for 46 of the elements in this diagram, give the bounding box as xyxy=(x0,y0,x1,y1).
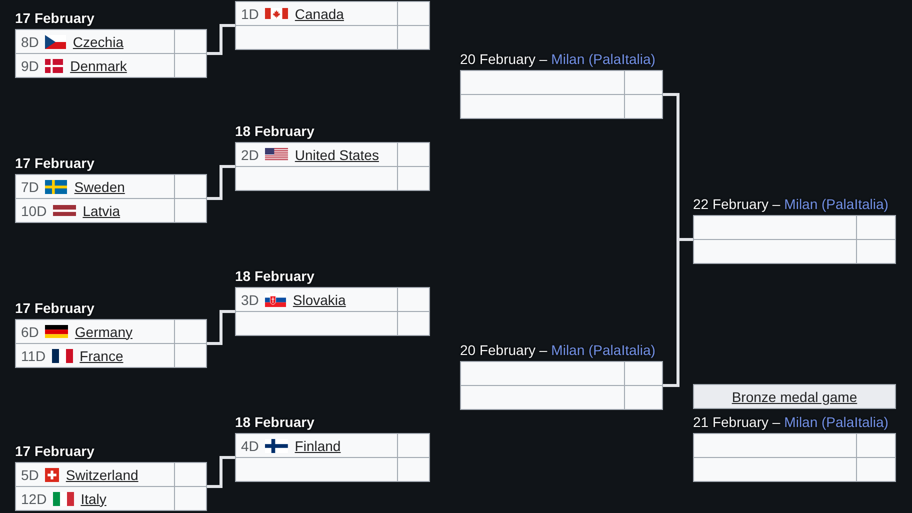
seed-label: 12D xyxy=(21,490,47,506)
team-link: Finland xyxy=(294,438,341,454)
team-link: Denmark xyxy=(70,58,127,74)
venue-link: Milan (PalaItalia) xyxy=(551,342,656,358)
venue-link: Milan (PalaItalia) xyxy=(784,196,888,212)
header-box xyxy=(693,384,896,409)
seed-label: 7D xyxy=(21,178,39,194)
match-date: 21 February – xyxy=(693,414,780,430)
team-link: Sweden xyxy=(74,178,125,194)
connector-line xyxy=(663,238,693,387)
seed-label: 8D xyxy=(21,34,39,50)
seed-label: 3D xyxy=(241,292,259,308)
match-date: 20 February – xyxy=(460,342,548,358)
connector-line xyxy=(207,456,235,488)
seed-label: 5D xyxy=(21,466,39,482)
match-date: 18 February xyxy=(235,414,314,430)
team-link: Slovakia xyxy=(292,292,346,308)
venue-link: Milan (PalaItalia) xyxy=(551,51,656,67)
match-date: 17 February xyxy=(15,10,94,26)
match-date: 17 February xyxy=(15,300,94,316)
match-date: 17 February xyxy=(15,155,94,171)
team-link: Germany xyxy=(74,324,132,340)
connector-line xyxy=(207,24,235,55)
team-link: Czechia xyxy=(72,34,124,50)
seed-label: 4D xyxy=(241,438,259,454)
match-date: 22 February – xyxy=(693,196,780,212)
seed-label: 11D xyxy=(21,348,46,364)
match-date: 18 February xyxy=(235,268,314,284)
heading-link: Bronze medal game xyxy=(732,388,858,404)
seed-label: 9D xyxy=(21,58,39,74)
team-link: Latvia xyxy=(82,202,120,218)
team-link: France xyxy=(80,348,124,364)
team-link: Switzerland xyxy=(66,466,138,482)
connector-line xyxy=(207,310,235,345)
seed-label: 1D xyxy=(241,6,259,22)
team-link: United States xyxy=(294,146,379,162)
match-date: 18 February xyxy=(235,123,314,139)
match-date: 17 February xyxy=(15,443,94,459)
seed-label: 6D xyxy=(21,324,39,340)
connector-line xyxy=(207,165,235,200)
venue-link: Milan (PalaItalia) xyxy=(784,414,888,430)
match-date: 20 February – xyxy=(460,51,548,67)
seed-label: 10D xyxy=(21,202,47,218)
seed-label: 2D xyxy=(241,146,259,162)
team-link: Canada xyxy=(294,6,344,22)
team-link: Italy xyxy=(80,490,106,506)
